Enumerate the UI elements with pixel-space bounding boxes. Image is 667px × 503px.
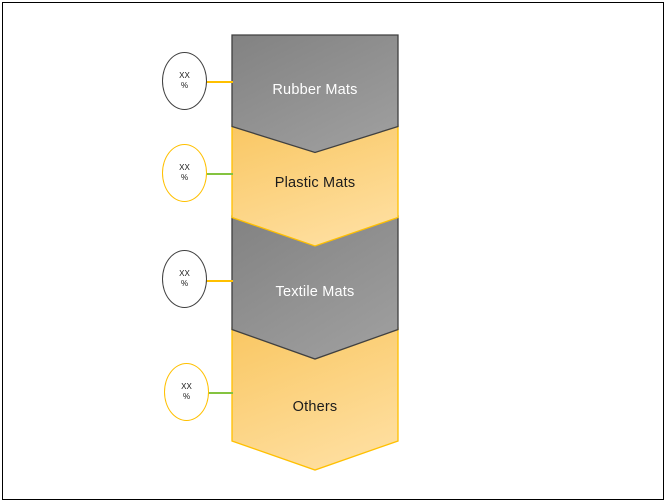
connector-line-rubber-mats (206, 81, 233, 83)
percentage-badge-rubber-mats: XX % (162, 52, 207, 110)
segment-label-plastic-mats: Plastic Mats (274, 175, 356, 191)
connector-line-others (207, 392, 233, 394)
percentage-value: XX (181, 381, 192, 391)
percentage-value: XX (179, 162, 190, 172)
connector-line-textile-mats (206, 280, 233, 282)
segment-label-others: Others (292, 399, 338, 415)
percentage-sign: % (182, 392, 191, 401)
percentage-value: XX (179, 70, 190, 80)
segment-label-textile-mats: Textile Mats (275, 284, 355, 300)
percentage-sign: % (180, 173, 189, 182)
connector-line-plastic-mats (205, 173, 233, 175)
percentage-value: XX (179, 268, 190, 278)
segment-label-rubber-mats: Rubber Mats (272, 82, 358, 98)
chevron-rubber-mats (231, 34, 399, 154)
percentage-badge-textile-mats: XX % (162, 250, 207, 308)
percentage-badge-others: XX % (164, 363, 209, 421)
percentage-sign: % (180, 81, 189, 90)
percentage-sign: % (180, 279, 189, 288)
percentage-badge-plastic-mats: XX % (162, 144, 207, 202)
